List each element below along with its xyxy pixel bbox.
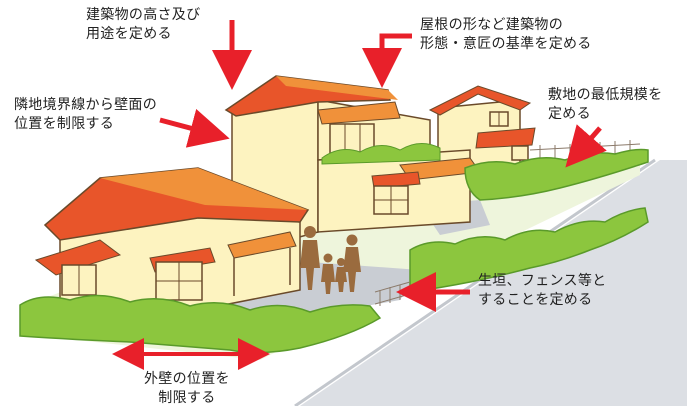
arrow-min-lot [565, 124, 607, 168]
label-height-use: 建築物の高さ及び 用途を定める [86, 6, 200, 44]
label-hedge-fence: 生垣、フェンス等と することを定める [478, 272, 606, 310]
label-hedge-fence-line2: することを定める [478, 292, 593, 308]
label-wall-position: 外壁の位置を 制限する [144, 370, 230, 408]
road-edge [294, 158, 656, 406]
hedge-right [409, 207, 649, 293]
arrow-setback [159, 108, 230, 148]
label-setback-line2: 位置を制限する [14, 116, 115, 132]
label-setback-line1: 隣地境界線から壁面の [14, 97, 157, 113]
label-min-lot-line2: 定める [548, 106, 591, 122]
label-setback: 隣地境界線から壁面の 位置を制限する [14, 96, 157, 134]
label-height-use-line1: 建築物の高さ及び [86, 7, 201, 23]
back-house [428, 85, 536, 181]
label-wall-position-line2: 制限する [158, 390, 216, 406]
label-roof-form-line2: 形態・意匠の基準を定める [420, 36, 592, 52]
label-min-lot-line1: 敷地の最低規模を [548, 87, 663, 103]
label-height-use-line2: 用途を定める [86, 26, 172, 42]
label-min-lot: 敷地の最低規模を 定める [548, 86, 662, 124]
front-house [34, 167, 310, 311]
arrow-roof [362, 33, 412, 88]
label-hedge-fence-line1: 生垣、フェンス等と [478, 273, 607, 289]
family-figures [300, 226, 361, 294]
middle-house [224, 75, 481, 256]
label-roof-form-line1: 屋根の形など建築物の [420, 17, 563, 33]
label-roof-form: 屋根の形など建築物の 形態・意匠の基準を定める [420, 16, 592, 54]
label-wall-position-line1: 外壁の位置を [144, 371, 230, 387]
